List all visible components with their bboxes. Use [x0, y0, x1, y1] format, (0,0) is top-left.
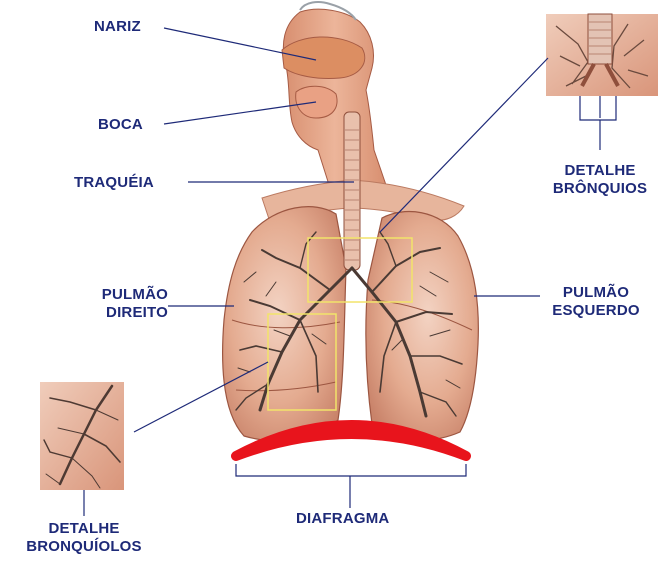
label-pulmao-direito: PULMÃO DIREITO	[94, 286, 168, 322]
label-detalhe-bronquiolos: DETALHE BRONQUÍOLOS	[2, 520, 166, 556]
trachea-shape	[344, 112, 360, 270]
label-detalhe-bronquiolos-line1: DETALHE	[2, 520, 166, 538]
label-nariz: NARIZ	[94, 18, 141, 36]
head-section	[282, 2, 386, 188]
label-pulmao-esquerdo-line1: PULMÃO	[540, 284, 652, 302]
label-pulmao-direito-line1: PULMÃO	[94, 286, 168, 304]
bronchioles-detail-thumbnail	[40, 382, 124, 490]
label-pulmao-direito-line2: DIREITO	[94, 304, 168, 322]
label-detalhe-bronquiolos-line2: BRONQUÍOLOS	[2, 538, 166, 556]
label-boca: BOCA	[98, 116, 143, 134]
bronchi-detail-thumbnail	[546, 14, 658, 96]
label-detalhe-bronquios-line2: BRÔNQUIOS	[538, 180, 662, 198]
label-detalhe-bronquios: DETALHE BRÔNQUIOS	[538, 162, 662, 198]
label-pulmao-esquerdo: PULMÃO ESQUERDO	[540, 284, 652, 320]
right-lung	[223, 207, 346, 441]
label-detalhe-bronquios-line1: DETALHE	[538, 162, 662, 180]
nasal-cavity	[282, 37, 365, 79]
label-diafragma: DIAFRAGMA	[296, 510, 389, 528]
label-pulmao-esquerdo-line2: ESQUERDO	[540, 302, 652, 320]
label-traqueia: TRAQUÉIA	[74, 174, 154, 192]
